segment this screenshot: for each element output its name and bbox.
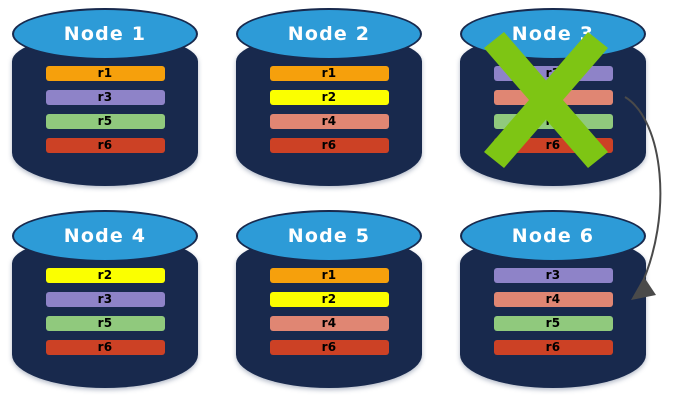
node-3-row-3[interactable]: r6 bbox=[493, 138, 613, 153]
node-5-row-2[interactable]: r4 bbox=[269, 316, 389, 331]
node-2-row-2[interactable]: r4 bbox=[269, 114, 389, 129]
node-5-row-3[interactable]: r6 bbox=[269, 340, 389, 355]
node-4-row-2[interactable]: r5 bbox=[45, 316, 165, 331]
node-1-rows: r1 r3 r5 r6 bbox=[12, 66, 198, 153]
node-1[interactable]: Node 1 r1 r3 r5 r6 bbox=[12, 8, 198, 186]
node-6-row-1[interactable]: r4 bbox=[493, 292, 613, 307]
node-3-row-0[interactable]: r3 bbox=[493, 66, 613, 81]
node-1-row-3[interactable]: r6 bbox=[45, 138, 165, 153]
node-4-cylinder-top bbox=[12, 210, 198, 262]
node-6-cylinder-top bbox=[460, 210, 646, 262]
node-1-row-1[interactable]: r3 bbox=[45, 90, 165, 105]
node-1-title: Node 1 bbox=[63, 23, 147, 45]
node-1-row-0[interactable]: r1 bbox=[45, 66, 165, 81]
node-6[interactable]: Node 6 r3 r4 r5 r6 bbox=[460, 210, 646, 388]
node-6-row-3[interactable]: r6 bbox=[493, 340, 613, 355]
node-4-rows: r2 r3 r5 r6 bbox=[12, 268, 198, 355]
node-4[interactable]: Node 4 r2 r3 r5 r6 bbox=[12, 210, 198, 388]
node-6-row-0[interactable]: r3 bbox=[493, 268, 613, 283]
node-2-title: Node 2 bbox=[287, 23, 371, 45]
node-5-cylinder-top bbox=[236, 210, 422, 262]
node-1-row-2[interactable]: r5 bbox=[45, 114, 165, 129]
node-6-row-2[interactable]: r5 bbox=[493, 316, 613, 331]
node-6-title: Node 6 bbox=[511, 225, 595, 247]
node-5[interactable]: Node 5 r1 r2 r4 r6 bbox=[236, 210, 422, 388]
node-4-title: Node 4 bbox=[63, 225, 147, 247]
node-4-row-1[interactable]: r3 bbox=[45, 292, 165, 307]
node-3-rows: r3 r4 r5 r6 bbox=[460, 66, 646, 153]
node-2-cylinder-top bbox=[236, 8, 422, 60]
node-5-row-1[interactable]: r2 bbox=[269, 292, 389, 307]
node-2[interactable]: Node 2 r1 r2 r4 r6 bbox=[236, 8, 422, 186]
node-1-cylinder-top bbox=[12, 8, 198, 60]
node-5-title: Node 5 bbox=[287, 225, 371, 247]
node-3-title: Node 3 bbox=[511, 23, 595, 45]
node-6-rows: r3 r4 r5 r6 bbox=[460, 268, 646, 355]
node-4-row-3[interactable]: r6 bbox=[45, 340, 165, 355]
node-2-row-0[interactable]: r1 bbox=[269, 66, 389, 81]
node-3-row-1[interactable]: r4 bbox=[493, 90, 613, 105]
node-5-row-0[interactable]: r1 bbox=[269, 268, 389, 283]
node-3[interactable]: Node 3 r3 r4 r5 r6 bbox=[460, 8, 646, 186]
node-2-row-1[interactable]: r2 bbox=[269, 90, 389, 105]
node-3-row-2[interactable]: r5 bbox=[493, 114, 613, 129]
node-2-row-3[interactable]: r6 bbox=[269, 138, 389, 153]
node-4-row-0[interactable]: r2 bbox=[45, 268, 165, 283]
node-2-rows: r1 r2 r4 r6 bbox=[236, 66, 422, 153]
node-5-rows: r1 r2 r4 r6 bbox=[236, 268, 422, 355]
